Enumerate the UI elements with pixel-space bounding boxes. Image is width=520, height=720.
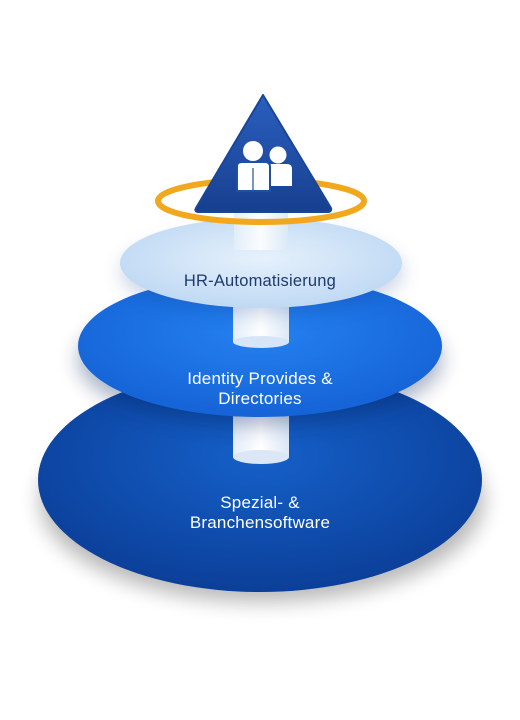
layer-label-special-software: Spezial- & Branchensoftware <box>160 493 360 534</box>
layer-label-top-line1: HR-Automatisierung <box>183 272 337 290</box>
apex-pillar <box>234 210 288 250</box>
layer-label-identity-providers: Identity Provides & Directories <box>150 369 370 410</box>
layer-label-bottom-line2: Branchensoftware <box>189 513 331 533</box>
layer-label-middle-line2: Directories <box>218 389 302 409</box>
upper-pillar-base <box>233 336 289 348</box>
bottom-disc <box>38 368 482 592</box>
layer-label-bottom-line1: Spezial- & <box>220 493 300 512</box>
layer-label-hr-automation: HR-Automatisierung <box>140 272 380 292</box>
layer-label-middle-line1: Identity Provides & <box>187 369 333 388</box>
apex-triangle <box>194 94 333 213</box>
top-disc <box>120 218 402 308</box>
users-icon <box>236 141 292 192</box>
lower-pillar-base <box>233 450 289 464</box>
ring-front <box>155 200 367 225</box>
